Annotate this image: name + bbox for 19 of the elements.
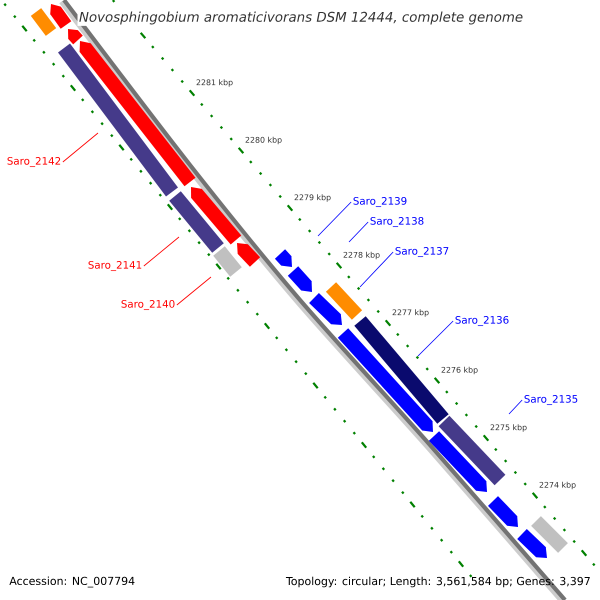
gene-label: Saro_2139 <box>354 197 406 208</box>
genome-info-text: Topology: circular; Length: 3,561,584 bp; Genes: 3,397 <box>286 576 590 588</box>
gene-label: Saro_2135 <box>524 395 578 406</box>
gene-label: Saro_2138 <box>370 217 424 228</box>
gene-label: Saro_2137 <box>396 247 448 258</box>
leader-line <box>418 320 454 356</box>
gene-label: Saro_2141 <box>88 261 142 272</box>
gene-label: Saro_2136 <box>456 316 509 326</box>
leader-line <box>360 252 394 288</box>
leader-line <box>318 202 352 236</box>
gene-label: Saro_2142 <box>8 157 60 168</box>
leader-line <box>508 400 523 414</box>
leader-line <box>143 236 180 266</box>
leader-line <box>62 132 98 162</box>
title: Novosphingobium aromaticivorans DSM 12444, complete genome <box>78 10 524 26</box>
leader-line <box>348 222 369 242</box>
gene-label: Saro_2140 <box>122 300 174 310</box>
leader-line <box>176 276 212 306</box>
accession-text: Accession: NC_007794 <box>9 576 134 588</box>
